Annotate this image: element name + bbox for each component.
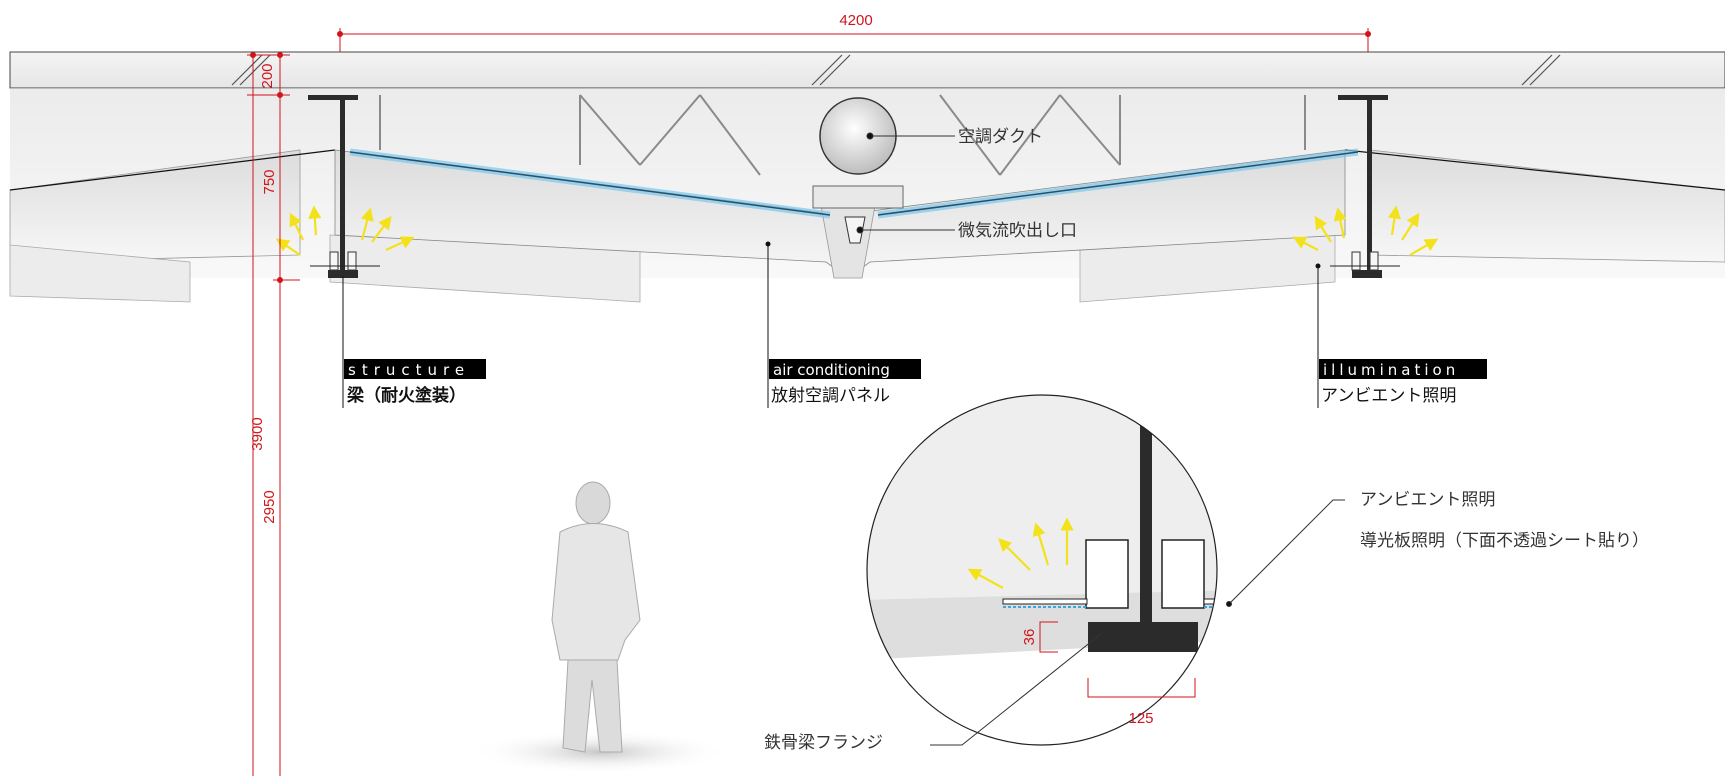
break-lines — [231, 54, 1561, 86]
tag-structure: structure 梁（耐火塗装） — [342, 276, 486, 408]
detail-lightguide-right — [1203, 598, 1217, 605]
detail-clip-left — [1085, 539, 1129, 609]
callout-duct: 空調ダクト — [958, 127, 1043, 147]
floor-slab — [9, 51, 1725, 89]
dimension-slab: 200 — [259, 63, 276, 88]
human-figure — [470, 481, 730, 774]
panel-edge-left — [9, 149, 336, 191]
svg-text:放射空調パネル: 放射空調パネル — [771, 386, 890, 406]
dimension-span: 4200 — [839, 12, 872, 29]
air-outlet — [844, 216, 866, 244]
callout-ambient-detail: アンビエント照明 — [1360, 490, 1495, 510]
lower-panel-left — [9, 244, 191, 303]
detail-flange — [1088, 622, 1198, 652]
dimension-total-height: 3900 — [249, 417, 266, 450]
dimension-beam-depth: 750 — [261, 169, 278, 194]
callout-flange: 鉄骨梁フランジ — [764, 733, 883, 753]
light-guide-left-core — [349, 151, 831, 216]
svg-text:structure: structure — [348, 361, 470, 379]
dimension-lines — [247, 28, 1371, 776]
steel-beam-right — [1330, 95, 1400, 278]
light-guide-right-core — [877, 151, 1359, 216]
dimension-clear-height: 2950 — [261, 490, 278, 523]
detail-clip-right — [1161, 539, 1205, 609]
tag-air-conditioning: air conditioning 放射空調パネル — [765, 241, 921, 408]
svg-text:air conditioning: air conditioning — [773, 361, 890, 379]
detail-lightguide-left — [1002, 598, 1088, 605]
light-arrows-right — [1292, 205, 1439, 256]
callout-outlet: 微気流吹出し口 — [958, 221, 1077, 241]
panel-edge-right — [1344, 149, 1725, 191]
truss — [379, 94, 1306, 176]
duct-box — [812, 185, 904, 209]
leader-lines — [856, 132, 955, 234]
steel-beam-left — [308, 95, 380, 278]
svg-text:illumination: illumination — [1323, 361, 1459, 379]
detail-dimension-lines — [1039, 621, 1196, 698]
svg-text:梁（耐火塗装）: 梁（耐火塗装） — [346, 385, 466, 406]
radiant-panel — [334, 149, 1346, 279]
svg-text:アンビエント照明: アンビエント照明 — [1321, 386, 1456, 406]
detail-web — [1140, 395, 1152, 650]
dimension-flange-thickness: 36 — [1021, 629, 1038, 646]
ceiling-structure — [9, 51, 1725, 303]
detail-view: 36 125 — [866, 394, 1218, 746]
light-arrows-left — [275, 205, 415, 256]
detail-leaders — [930, 499, 1345, 746]
detail-light-arrows — [967, 517, 1074, 589]
dimension-flange-width: 125 — [1128, 710, 1153, 727]
callout-lightguide-detail: 導光板照明（下面不透過シート貼り） — [1360, 531, 1649, 551]
tag-illumination: illumination アンビエント照明 — [1315, 263, 1487, 408]
detail-circle-border — [866, 394, 1218, 746]
